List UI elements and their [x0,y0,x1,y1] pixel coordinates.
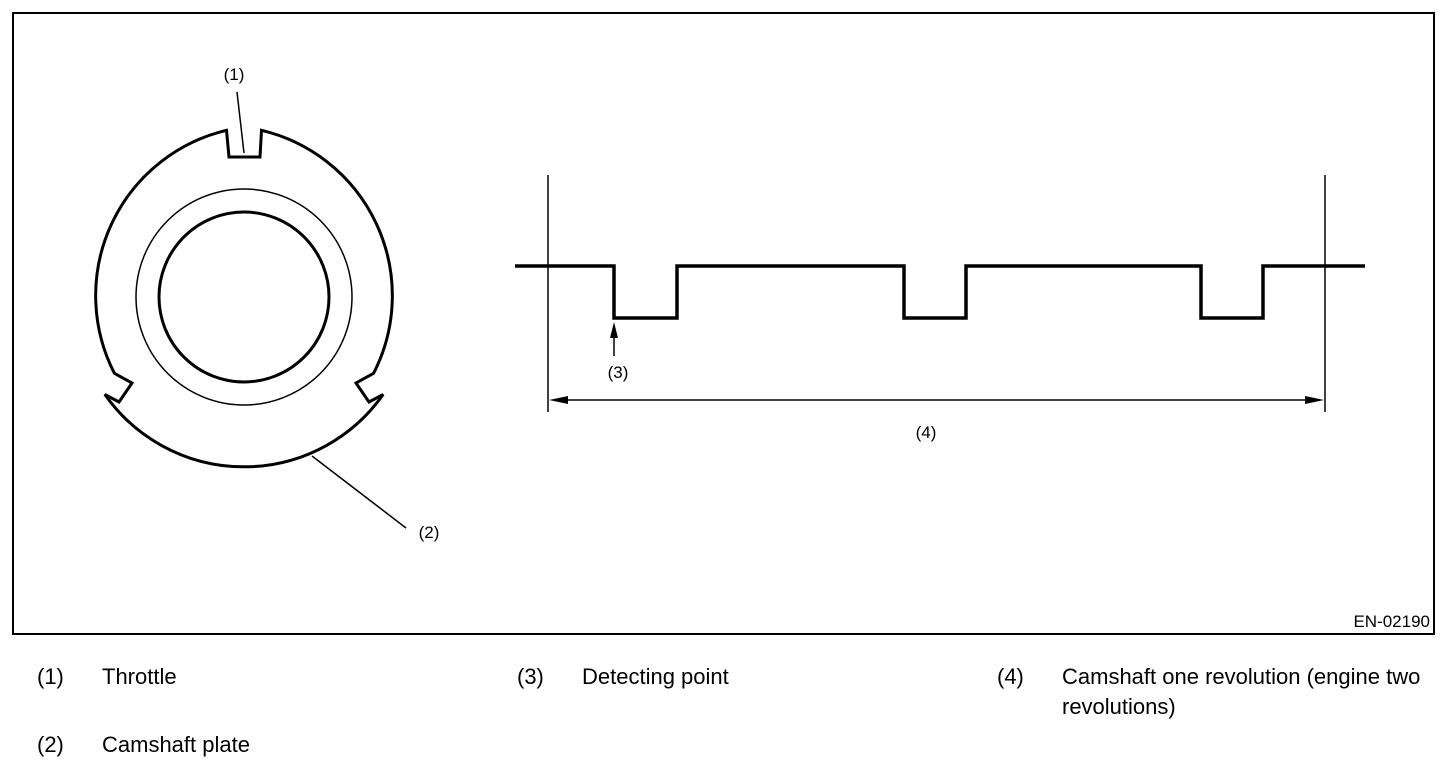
camshaft-plate-outline [94,128,394,469]
camshaft-plate-leader-line [311,455,407,529]
legend-number: (1) [37,664,64,689]
legend-number: (4) [997,664,1024,689]
detecting-point-arrowhead [610,322,618,338]
signal-waveform [515,264,1365,320]
callout-throttle: (1) [224,65,245,84]
legend-number: (2) [37,732,64,757]
callout-one-revolution: (4) [916,423,937,442]
legend-label: Camshaft one revolution (engine two revo… [1062,664,1421,719]
camshaft-bore [157,210,331,384]
legend-label: Detecting point [582,664,729,689]
revolution-arrowhead-left [549,396,568,404]
legend-item-one-revolution: (4) Camshaft one revolution (engine two … [997,662,1437,732]
revolution-arrowhead-right [1305,396,1324,404]
callout-detecting-point: (3) [608,363,629,382]
callout-camshaft-plate: (2) [419,523,440,542]
throttle-leader-line [236,91,245,154]
legend-label: Camshaft plate [102,732,250,757]
legend-label: Throttle [102,664,177,689]
camshaft-inner-ring [135,188,353,406]
legend-number: (3) [517,664,544,689]
figure-code: EN-02190 [1353,612,1430,631]
figure-frame [12,12,1435,635]
